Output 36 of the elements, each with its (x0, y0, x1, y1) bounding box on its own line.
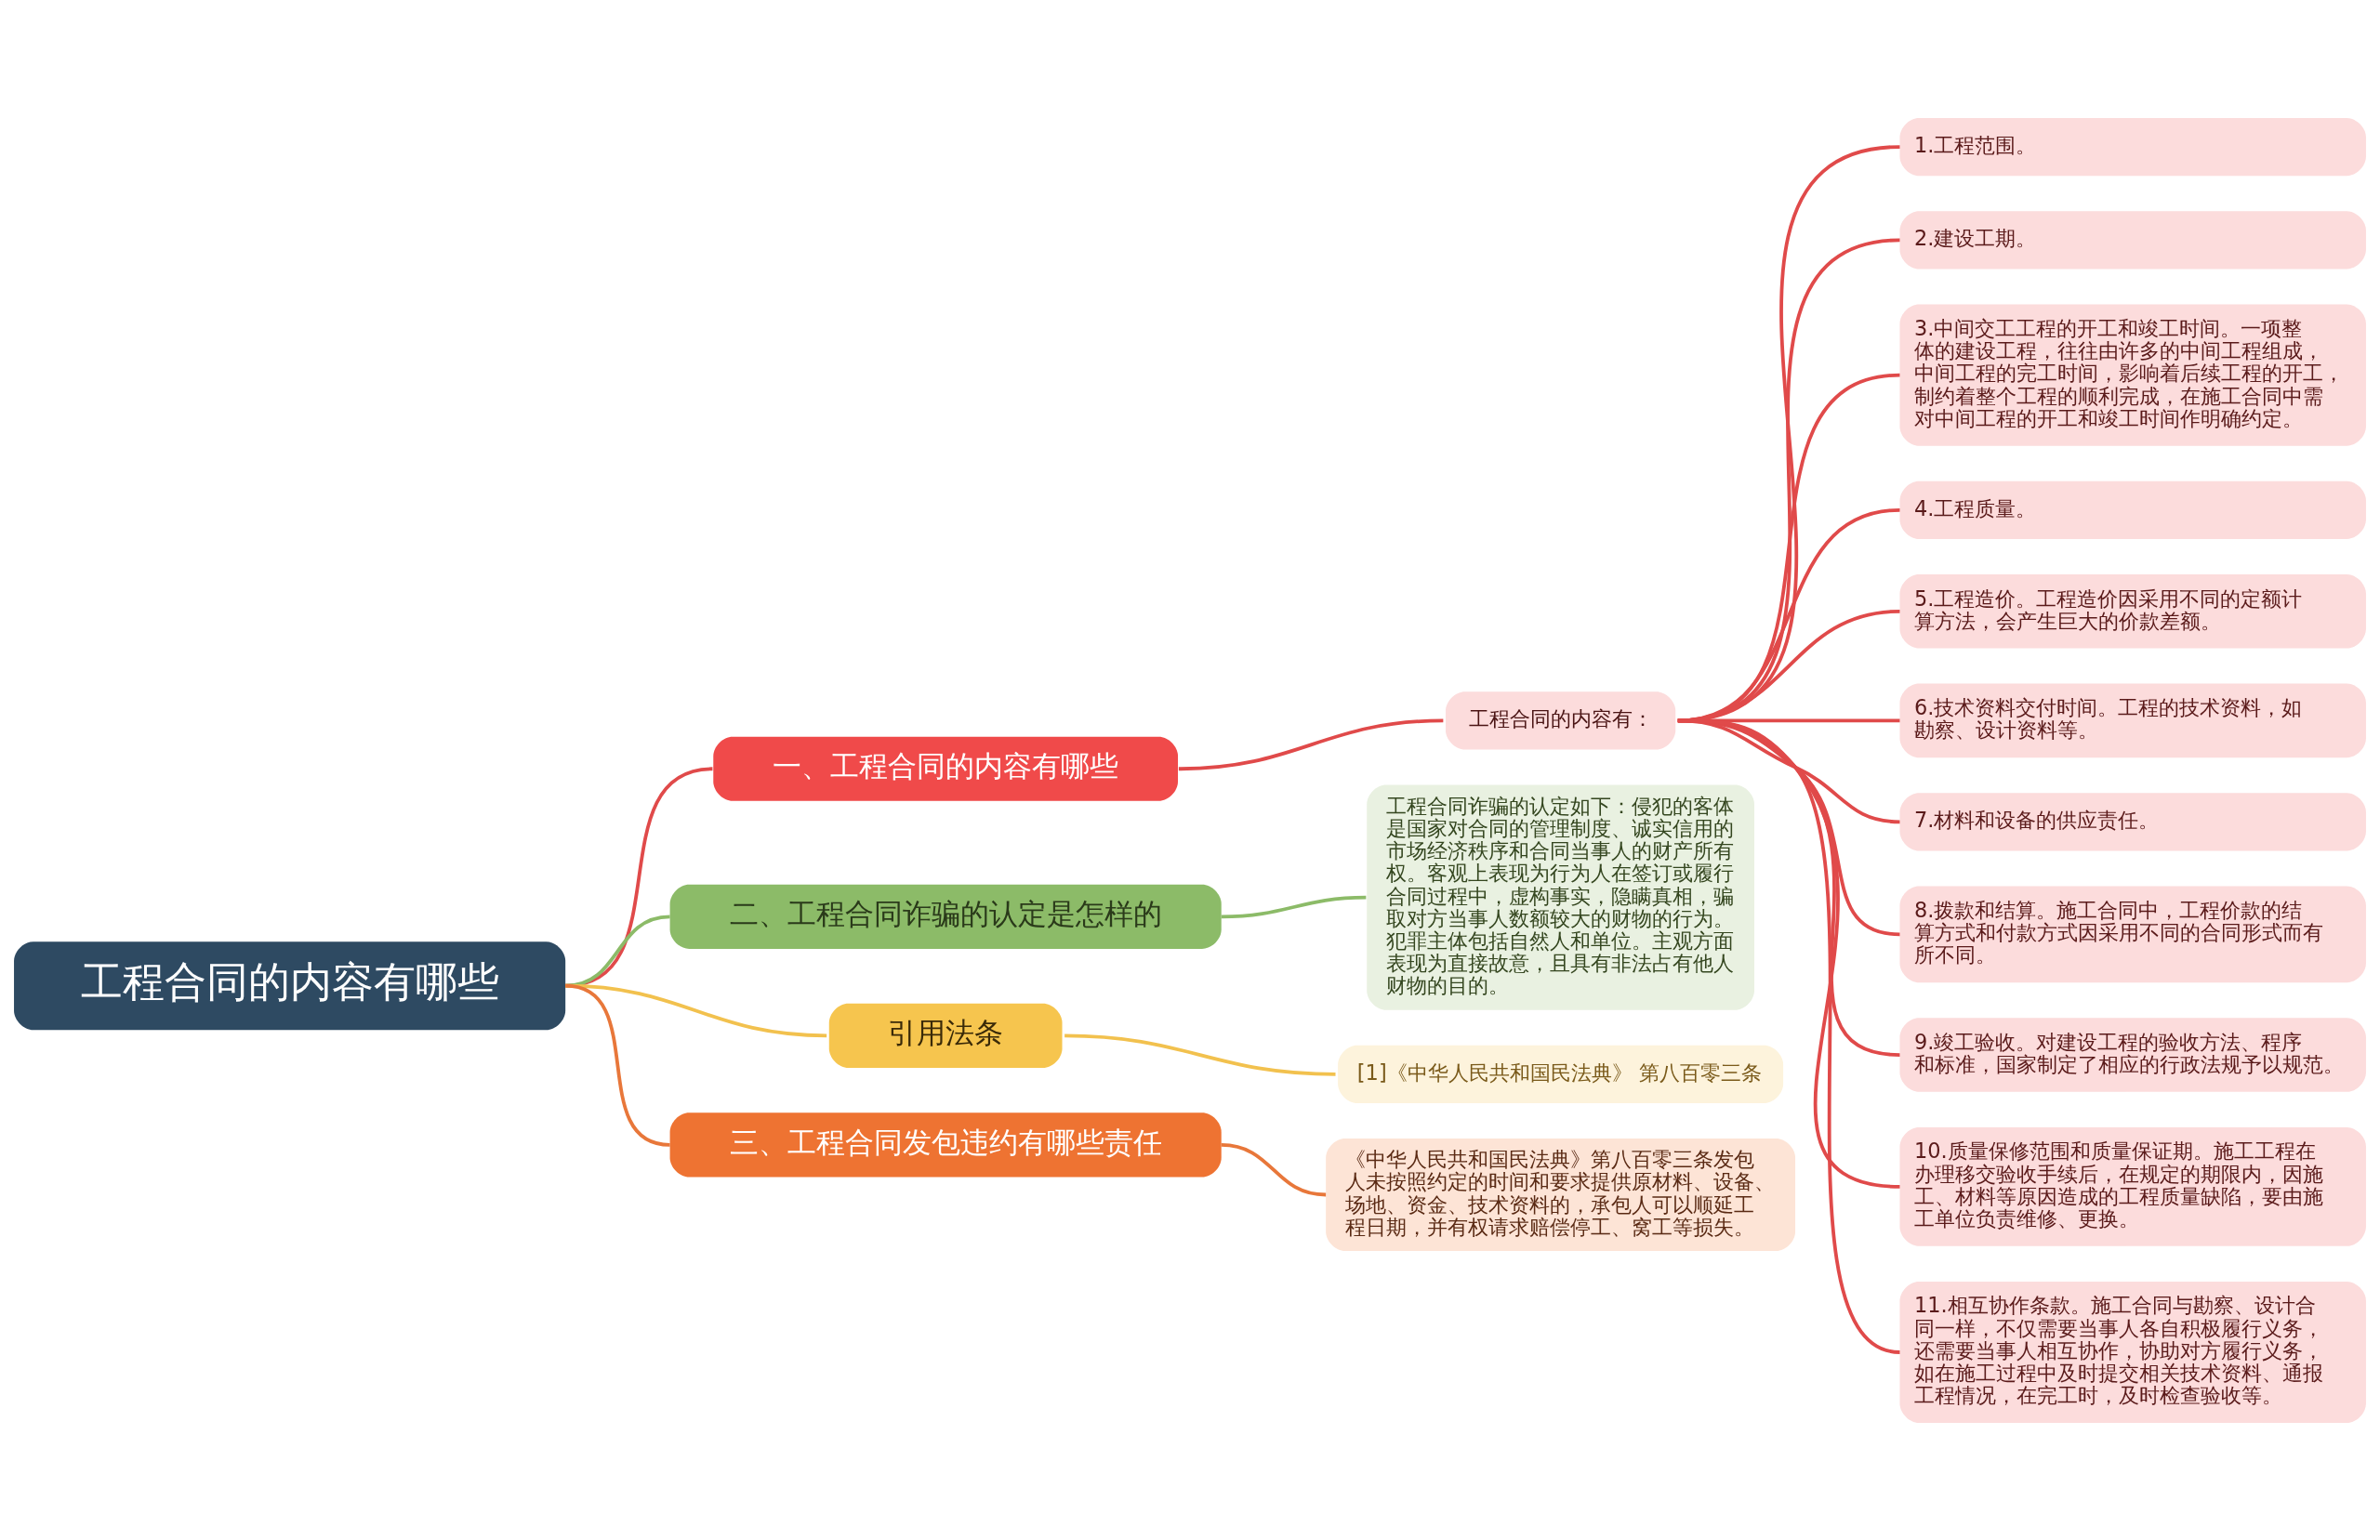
node-box: 二、工程合同诈骗的认定是怎样的 (669, 884, 1222, 949)
connector (1677, 718, 1900, 936)
node-box: 一、工程合同的内容有哪些 (713, 736, 1179, 801)
connector (1677, 507, 1900, 722)
connector (1677, 237, 1900, 722)
node-box: 11.相互协作条款。施工合同与勘察、设计合同一样，不仅需要当事人各自积极履行义务，还需要当事人相互协作，协助对方履行义务，如在施工过程中及时提交相关技术资料、通报工程情况，在完工时，及时检查验收等。 (1899, 1281, 2366, 1423)
node-box: 7.材料和设备的供应责任。 (1899, 792, 2366, 850)
node-box: 《中华人民共和国民法典》第八百零三条发包人未按照约定的时间和要求提供原材料、设备、场地、资金、技术资料的，承包人可以顺延工程日期，并有权请求赔偿停工、窝工等损失。 (1326, 1138, 1796, 1251)
connector (1677, 718, 1900, 1189)
node-box: 引用法条 (828, 1003, 1063, 1068)
connector (1677, 144, 1900, 722)
node-box: 工程合同的内容有哪些 (14, 941, 566, 1030)
connector (1677, 718, 1900, 722)
connector (1677, 609, 1900, 722)
node-box: 10.质量保修范围和质量保证期。施工工程在办理移交验收手续后，在规定的期限内，因施工、材料等原因造成的工程质量缺陷，要由施工单位负责维修、更换。 (1899, 1126, 2366, 1246)
connector (564, 983, 670, 1147)
node-box: 9.竣工验收。对建设工程的验收方法、程序和标准，国家制定了相应的行政法规予以规范。 (1899, 1017, 2366, 1092)
node-box: 8.拨款和结算。施工合同中，工程价款的结算方式和付款方式因采用不同的合同形式而有所不同。 (1899, 886, 2366, 982)
node-box: [1]《中华人民共和国民法典》 第八百零三条 (1338, 1045, 1784, 1103)
node-box: 工程合同诈骗的认定如下：侵犯的客体是国家对合同的管理制度、诚实信用的市场经济秩序和合同当事人的财产所有权。客观上表现为行为人在签订或履行合同过程中，虚构事实，隐瞒真相，骗取对方当事人数额较大的财物的行为。犯罪主体包括自然人和单位。主观方面表现为直接故意，且具有非法占有他人财物的目的。 (1367, 784, 1754, 1010)
connector (1221, 1142, 1327, 1196)
node-box: 6.技术资料交付时间。工程的技术资料，如勘察、设计资料等。 (1899, 683, 2366, 757)
node-box: 3.中间交工工程的开工和竣工时间。一项整体的建设工程，往往由许多的中间工程组成，中间工程的完工时间，影响着后续工程的开工，制约着整个工程的顺利完成，在施工合同中需对中间工程的开工和竣工时间作明确约定。 (1899, 304, 2366, 446)
node-box: 5.工程造价。工程造价因采用不同的定额计算方法，会产生巨大的价款差额。 (1899, 573, 2366, 649)
node-box: 三、工程合同发包违约有哪些责任 (669, 1112, 1222, 1177)
node-box: 工程合同的内容有： (1445, 691, 1676, 749)
node-box: 1.工程范围。 (1899, 117, 2366, 176)
connector (1064, 1033, 1336, 1076)
connector (1677, 718, 1901, 1354)
node-box: 4.工程质量。 (1899, 480, 2366, 539)
connector (1221, 895, 1367, 918)
connector (1677, 718, 1900, 823)
node-box: 2.建设工期。 (1899, 210, 2366, 269)
connector (1677, 373, 1900, 722)
connector (1677, 718, 1900, 1057)
connector (1178, 718, 1444, 770)
